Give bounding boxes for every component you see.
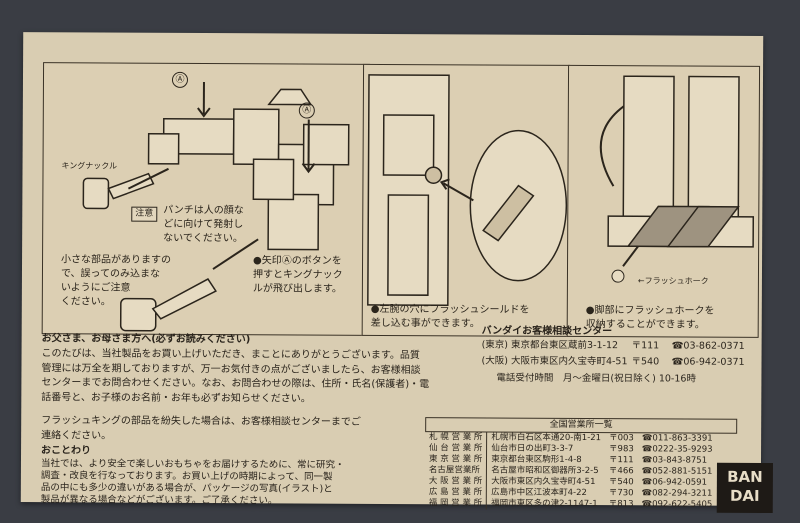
support-heading: バンダイお客様相談センター <box>481 325 613 338</box>
office-tel: ☎0222-35-9293 <box>641 444 713 455</box>
offices-heading: 全国営業所一覧 <box>425 417 738 434</box>
offices-table: 札 幌 営 業 所札幌市白石区本通20-南1-21 〒003 ☎011-863-33… <box>424 432 717 511</box>
office-tel: ☎092-622-5405 <box>641 499 713 510</box>
small-parts-warning: 小さな部品がありますの で、誤ってのみ込まな いようにご注意 ください。 <box>60 254 172 308</box>
office-name: 仙 台 営 業 所 <box>425 443 487 455</box>
office-zip: 〒983 <box>609 444 634 455</box>
office-name: 東 京 営 業 所 <box>424 454 487 466</box>
office-zip: 〒730 <box>608 488 634 499</box>
office-row: 福 岡 営 業 所福岡市東区多の津2-1147-1 〒813 ☎092-622-54… <box>424 498 717 511</box>
support-osaka-tel: ☎06-942-0371 <box>671 356 745 368</box>
office-addr: 広島市中区江波本町4-22 <box>491 487 587 499</box>
office-addr: 札幌市白石区本通20-南1-21 <box>491 432 602 444</box>
office-tel: ☎052-881-5151 <box>641 466 713 477</box>
office-name: 広 島 営 業 所 <box>424 487 487 499</box>
support-tokyo-tel: ☎03-862-0371 <box>671 340 745 352</box>
office-addr: 福岡市東区多の津2-1147-1 <box>491 498 598 510</box>
office-name: 福 岡 営 業 所 <box>424 498 487 510</box>
button-a-instruction: ●矢印Ⓐのボタンを 押すとキングナック ルが飛び出します。 <box>252 255 343 295</box>
office-addr: 名古屋市昭和区御器所3-2-5 <box>491 465 599 477</box>
marker-a-2: Ⓐ <box>298 102 315 119</box>
office-name: 札 幌 営 業 所 <box>425 432 487 444</box>
lost-parts-note: フラッシュキングの部品を紛失した場合は、お客様相談センターまでご 連絡ください。 <box>41 415 361 442</box>
office-tel: ☎03-843-8751 <box>641 455 708 466</box>
office-addr: 仙台市日の出町3-3-7 <box>491 443 574 454</box>
office-zip: 〒540 <box>608 477 634 488</box>
support-tokyo: (東京) 東京都台東区蔵前3-1-12 <box>481 339 619 352</box>
office-zip: 〒813 <box>608 499 634 510</box>
office-name: 大 阪 営 業 所 <box>424 476 487 488</box>
office-tel: ☎011-863-3391 <box>641 433 713 444</box>
support-hours: 電話受付時間 月～金曜日(祝日除く) 10-16時 <box>496 372 697 385</box>
king-knuckle-illustration <box>82 82 350 332</box>
flash-hawk-illustration <box>599 75 755 283</box>
notice-body: このたびは、当社製品をお買い上げいただき、まことにありがとうございます。品質 管… <box>41 348 430 405</box>
office-tel: ☎06-942-0591 <box>641 477 708 488</box>
bandai-logo: BAN DAI <box>716 462 773 513</box>
office-zip: 〒466 <box>608 466 634 477</box>
support-osaka-zip: 〒540 <box>631 356 660 368</box>
office-tel: ☎082-294-3211 <box>641 488 713 499</box>
flash-hawk-label: ←フラッシュホーク <box>637 276 709 286</box>
panel-flash-shield: ●左腕の穴にフラッシュシールドを 差し込む事ができます。 <box>361 63 571 337</box>
caution-label: 注意 <box>131 206 158 222</box>
notice-section: お父さま、お母さま方へ(必ずお読みください) このたびは、当社製品をお買い上げい… <box>41 325 773 513</box>
marker-a-1: Ⓐ <box>171 71 189 88</box>
notice-heading: お父さま、お母さま方へ(必ずお読みください) <box>41 333 251 346</box>
king-knuckle-label: キングナックル <box>61 161 118 171</box>
panel-king-knuckle: Ⓐ Ⓐ キングナックル 注意 パンチは人の顔な どに向けて発射し ないでください… <box>41 62 371 336</box>
support-osaka: (大阪) 大阪市東区内久宝寺町4-51 <box>481 355 628 368</box>
office-name: 名古屋営業所 <box>424 465 487 477</box>
instruction-sheet: Ⓐ Ⓐ キングナックル 注意 パンチは人の顔な どに向けて発射し ないでください… <box>20 32 773 513</box>
panel-flash-hawk: ←フラッシュホーク ●脚部にフラッシュホークを 収納することができます。 <box>566 64 761 338</box>
office-addr: 東京都台東区駒形1-4-8 <box>491 454 582 465</box>
office-addr: 大阪市東区内久宝寺町4-51 <box>491 476 596 488</box>
flash-shield-illustration <box>367 74 568 307</box>
support-tokyo-zip: 〒111 <box>631 340 660 352</box>
office-zip: 〒111 <box>608 455 634 466</box>
apology-body: 当社では、より安全で楽しいおもちゃをお届けするために、常に研究・ 調査・改良を行… <box>40 458 345 507</box>
office-zip: 〒003 <box>609 433 634 444</box>
caution-text: パンチは人の顔な どに向けて発射し ないでください。 <box>163 204 244 245</box>
